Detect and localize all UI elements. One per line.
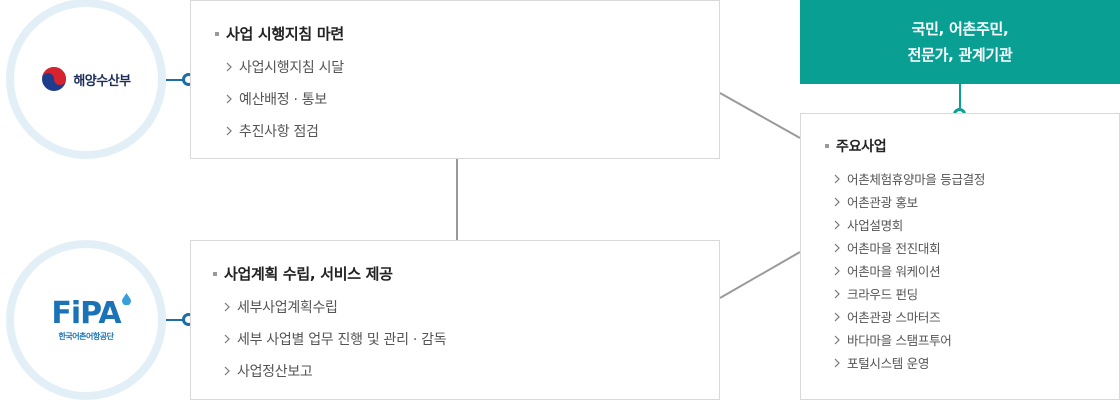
list-item: 어촌마을 전진대회 <box>833 236 985 259</box>
gov-item-list: 사업시행지침 시달 예산배정 · 통보 추진사항 점검 <box>225 51 344 147</box>
list-item: 예산배정 · 통보 <box>225 83 344 115</box>
bullet-icon <box>213 271 217 276</box>
water-drop-icon <box>121 292 131 305</box>
list-item: 어촌관광 스마터즈 <box>833 305 985 328</box>
fipa-item-list: 세부사업계획수립 세부 사업별 업무 진행 및 관리 · 감독 사업정산보고 <box>223 291 447 387</box>
connector-gov-main <box>719 92 801 139</box>
main-box-title: 주요사업 <box>836 139 887 155</box>
ministry-name: 해양수산부 <box>73 73 131 89</box>
chevron-right-icon <box>226 94 232 104</box>
public-header-line2: 전문가, 관계기관 <box>907 46 1013 64</box>
fipa-box-title: 사업계획 수립, 서비스 제공 <box>224 265 393 283</box>
taegeuk-icon <box>42 67 67 91</box>
list-item: 사업시행지침 시달 <box>225 51 344 83</box>
fipa-name: 한국어촌어항공단 <box>58 331 114 341</box>
chevron-right-icon <box>834 358 840 367</box>
fipa-logo: FiPA 한국어촌어항공단 <box>51 292 131 342</box>
main-item-list: 어촌체험휴양마을 등급결정 어촌관광 홍보 사업설명회 어촌마을 전진대회 어촌… <box>833 167 985 374</box>
public-stakeholders-header: 국민, 어촌주민, 전문가, 관계기관 <box>800 0 1120 84</box>
list-item: 사업정산보고 <box>223 355 446 387</box>
list-item: 세부사업계획수립 <box>223 291 446 323</box>
chevron-right-icon <box>224 302 230 312</box>
chevron-right-icon <box>834 312 840 321</box>
chevron-right-icon <box>834 289 840 298</box>
fipa-logo-text: FiPA <box>51 295 121 331</box>
list-item: 추진사항 점검 <box>225 115 344 147</box>
gov-guideline-box: 사업 시행지침 마련 사업시행지침 시달 예산배정 · 통보 추진사항 점검 <box>190 0 720 159</box>
fipa-circle: FiPA 한국어촌어항공단 <box>6 240 166 400</box>
list-item: 어촌체험휴양마을 등급결정 <box>833 167 985 190</box>
chevron-right-icon <box>834 174 840 183</box>
ministry-logo: 해양수산부 <box>41 66 131 92</box>
gov-box-title: 사업 시행지침 마련 <box>226 25 344 43</box>
chevron-right-icon <box>834 266 840 275</box>
chevron-right-icon <box>834 197 840 206</box>
chevron-right-icon <box>834 243 840 252</box>
connector-fipa-main <box>719 251 801 299</box>
chevron-right-icon <box>224 334 230 344</box>
ministry-connector <box>166 79 190 81</box>
public-header-line1: 국민, 어촌주민, <box>911 20 1009 38</box>
chevron-right-icon <box>226 62 232 72</box>
chevron-right-icon <box>834 335 840 344</box>
list-item: 크라우드 펀딩 <box>833 282 985 305</box>
list-item: 어촌마을 워케이션 <box>833 259 985 282</box>
chevron-right-icon <box>224 366 230 376</box>
bullet-icon <box>825 144 829 148</box>
fipa-connector <box>166 319 190 321</box>
chevron-right-icon <box>226 126 232 136</box>
bullet-icon <box>215 31 219 36</box>
list-item: 사업설명회 <box>833 213 985 236</box>
list-item: 어촌관광 홍보 <box>833 190 985 213</box>
main-projects-box: 주요사업 어촌체험휴양마을 등급결정 어촌관광 홍보 사업설명회 어촌마을 전진… <box>800 113 1120 400</box>
chevron-right-icon <box>834 220 840 229</box>
list-item: 바다마을 스탬프투어 <box>833 328 985 351</box>
list-item: 세부 사업별 업무 진행 및 관리 · 감독 <box>223 323 447 355</box>
ministry-circle: 해양수산부 <box>6 0 166 159</box>
list-item: 포털시스템 운영 <box>833 351 985 374</box>
fipa-service-box: 사업계획 수립, 서비스 제공 세부사업계획수립 세부 사업별 업무 진행 및 … <box>190 240 720 400</box>
